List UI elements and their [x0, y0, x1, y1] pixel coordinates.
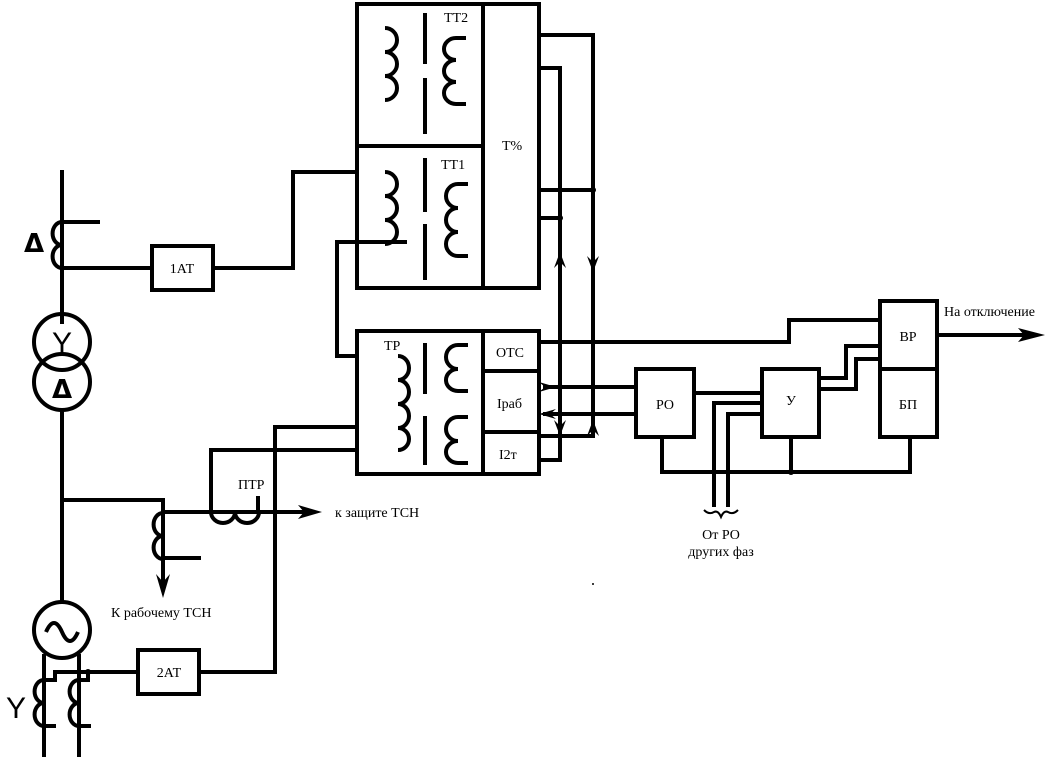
- brace-other-phases: [703, 509, 739, 520]
- delta-ct-symbol: Δ: [24, 229, 44, 259]
- block-ro: [634, 367, 696, 439]
- junction-dot: [590, 411, 596, 417]
- wire-common-bottom: [660, 435, 912, 474]
- transformer-delta-symbol: Δ: [52, 375, 72, 405]
- transformer-winding-y: [32, 312, 92, 372]
- arrow-right-trip: [1018, 328, 1045, 342]
- block-i2t-label: I2т: [499, 448, 517, 463]
- junction-dot: [557, 384, 563, 390]
- arrow-down-tsn: [156, 574, 170, 598]
- wire-2at-tr: [197, 425, 407, 674]
- wire-branch-tsn: [60, 498, 165, 584]
- label-to-working-tsn: К рабочему ТСН: [111, 606, 211, 621]
- block-bp-label: БП: [899, 398, 917, 413]
- arrow-right-tsn-protection: [298, 505, 322, 519]
- block-2at-label: 2АТ: [157, 666, 182, 681]
- block-tt1-label: ТТ1: [441, 158, 465, 173]
- label-to-tsn-protection: к защите ТСН: [335, 506, 419, 521]
- block-vr-label: ВР: [899, 330, 916, 345]
- star-connection: [42, 670, 90, 682]
- label-from-ro-1: От РО: [702, 528, 740, 543]
- wire-u-vr-2: [817, 357, 882, 391]
- block-irab-label: Iраб: [497, 397, 522, 412]
- stray-dot: [592, 583, 594, 585]
- ptr-label: ПТР: [238, 478, 265, 493]
- tr-secondary-coil-2: [444, 415, 468, 465]
- wire-other-phase-2: [726, 412, 764, 507]
- tt2-secondary-coil: [442, 36, 466, 106]
- label-to-trip: На отключение: [944, 305, 1035, 320]
- delta-ct-coil: [50, 220, 63, 270]
- arrow-up-i2t: [587, 420, 599, 436]
- star-ct-coil-left: [32, 678, 45, 728]
- star-ct-symbol: Y: [6, 692, 26, 725]
- block-ro-label: РО: [656, 398, 674, 413]
- wire-t-percent-1: [537, 33, 595, 272]
- transformer-y-symbol: Y: [52, 327, 72, 360]
- block-otc-label: ОТС: [496, 346, 524, 361]
- wire-other-phase-1: [712, 401, 764, 507]
- tt2-primary-coil: [384, 26, 399, 102]
- arrow-left-irab: [539, 409, 556, 419]
- block-u: [760, 367, 821, 439]
- tt1-primary-coil: [384, 170, 399, 246]
- block-tt2-label: ТТ2: [444, 11, 468, 26]
- block-1at: [150, 244, 215, 292]
- junction-dot: [557, 215, 563, 221]
- block-2at: [136, 648, 201, 696]
- block-1at-label: 1АТ: [170, 262, 195, 277]
- junction-dot: [788, 469, 794, 475]
- block-t-percent-label: Т%: [502, 139, 523, 154]
- star-ct-coil-right: [67, 678, 80, 728]
- wire-ptr-tr: [209, 448, 407, 514]
- block-tr-label: ТР: [384, 339, 401, 354]
- wire-t-percent-2: [537, 66, 562, 272]
- wire-otc-vr: [537, 318, 882, 344]
- generator-circle: [32, 600, 92, 660]
- generator-symbol: [44, 621, 80, 643]
- junction-dot: [590, 187, 596, 193]
- wire-u-vr-1: [817, 344, 882, 380]
- tr-secondary-coil-1: [444, 343, 468, 393]
- tt1-secondary-coil: [444, 182, 468, 258]
- label-from-ro-2: других фаз: [688, 545, 754, 560]
- tsn-ct-coil: [151, 511, 164, 561]
- block-u-label: У: [786, 394, 796, 409]
- arrow-right-irab: [539, 382, 556, 392]
- arrow-down-i2t: [554, 420, 566, 436]
- wire-1at-tt1: [211, 170, 407, 270]
- tr-primary-coil: [397, 354, 411, 452]
- ptr-coil: [209, 511, 261, 525]
